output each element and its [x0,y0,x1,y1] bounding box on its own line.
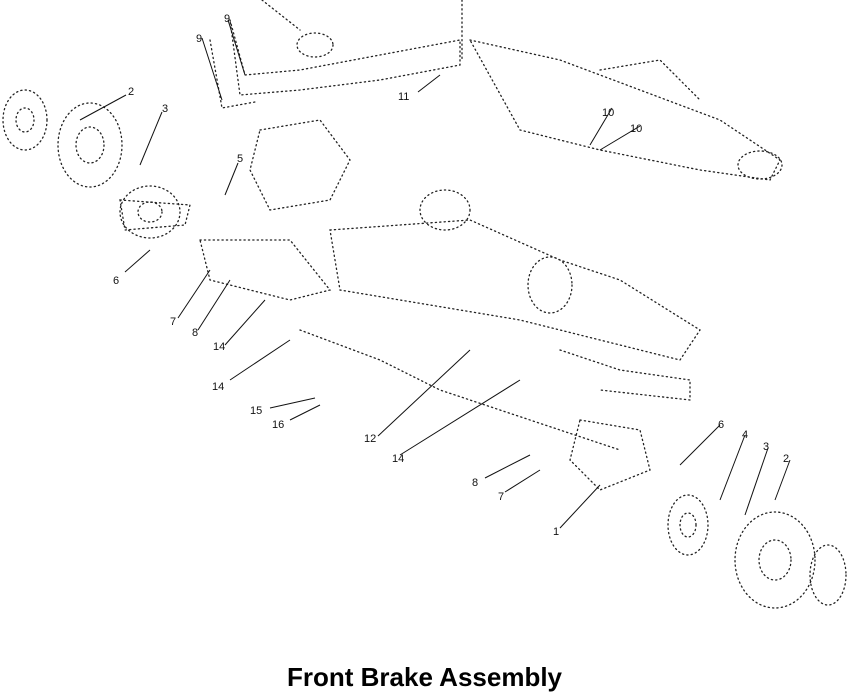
callout-9-b: 9 [196,33,202,45]
callout-8-right: 8 [472,477,478,489]
callout-7-right: 7 [498,491,504,503]
upper-linkage [209,0,463,109]
callout-6-left: 6 [113,275,119,287]
callout-11: 11 [398,91,409,103]
callout-12: 12 [364,433,376,445]
right-upper-bracket [468,39,783,181]
callout-5: 5 [237,153,243,165]
callout-7-left: 7 [170,316,176,328]
callout-15: 15 [250,405,262,417]
exploded-parts-diagram: 2 3 5 6 7 8 14 14 15 16 9 9 11 10 10 12 … [2,0,847,609]
callout-6-right: 6 [718,419,724,431]
callout-1: 1 [553,526,559,538]
callout-4: 4 [742,429,748,441]
callout-3-right: 3 [763,441,769,453]
diagram-caption: Front Brake Assembly [286,662,563,692]
callout-16: 16 [272,419,284,431]
left-wheel-hub [2,89,123,188]
right-wheel-hub [734,511,847,609]
left-brake-drum [119,185,191,239]
callout-9-a: 9 [224,13,230,25]
callout-8-left: 8 [192,327,198,339]
callout-14-c: 14 [392,453,404,465]
leader-lines [79,19,791,529]
central-frame [199,119,701,451]
callout-3-left: 3 [162,103,168,115]
callout-2-left: 2 [128,86,134,98]
callout-2-right: 2 [783,453,789,465]
callout-14-a: 14 [213,341,225,353]
callout-10-b: 10 [630,123,642,135]
callout-10-a: 10 [602,107,614,119]
right-brake-drum [569,419,709,556]
callout-14-b: 14 [212,381,224,393]
callout-labels: 2 3 5 6 7 8 14 14 15 16 9 9 11 10 10 12 … [113,13,789,538]
